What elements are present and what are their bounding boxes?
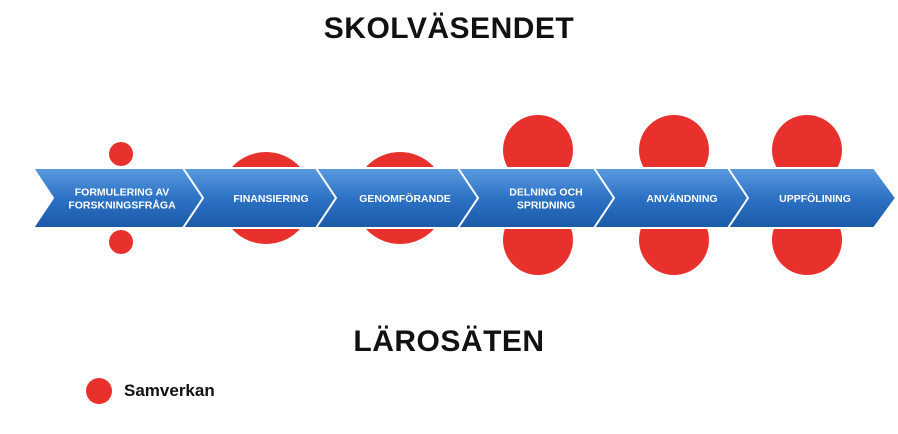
process-step-label: UPPFÖLINING	[779, 192, 851, 205]
process-step-label: SPRIDNING	[517, 200, 575, 212]
process-step-label: FINANSIERING	[233, 193, 308, 205]
samverkan-legend-label: Samverkan	[124, 381, 215, 400]
process-step-label: FORMULERING AV	[75, 187, 170, 199]
process-step-label: DELNING OCH	[509, 187, 583, 199]
process-step-label: GENOMFÖRANDE	[359, 192, 451, 205]
samverkan-circle	[109, 142, 133, 166]
title-skolvasendet: SKOLVÄSENDET	[323, 12, 575, 45]
process-step-arrow	[726, 167, 898, 229]
legend: Samverkan	[86, 378, 215, 404]
process-step-label: ANVÄNDNING	[646, 192, 717, 205]
samverkan-circle	[109, 230, 133, 254]
samverkan-legend-marker	[86, 378, 112, 404]
process-step-label: FORSKNINGSFRÅGA	[68, 199, 176, 212]
title-larosaten: LÄROSÄTEN	[353, 325, 545, 358]
